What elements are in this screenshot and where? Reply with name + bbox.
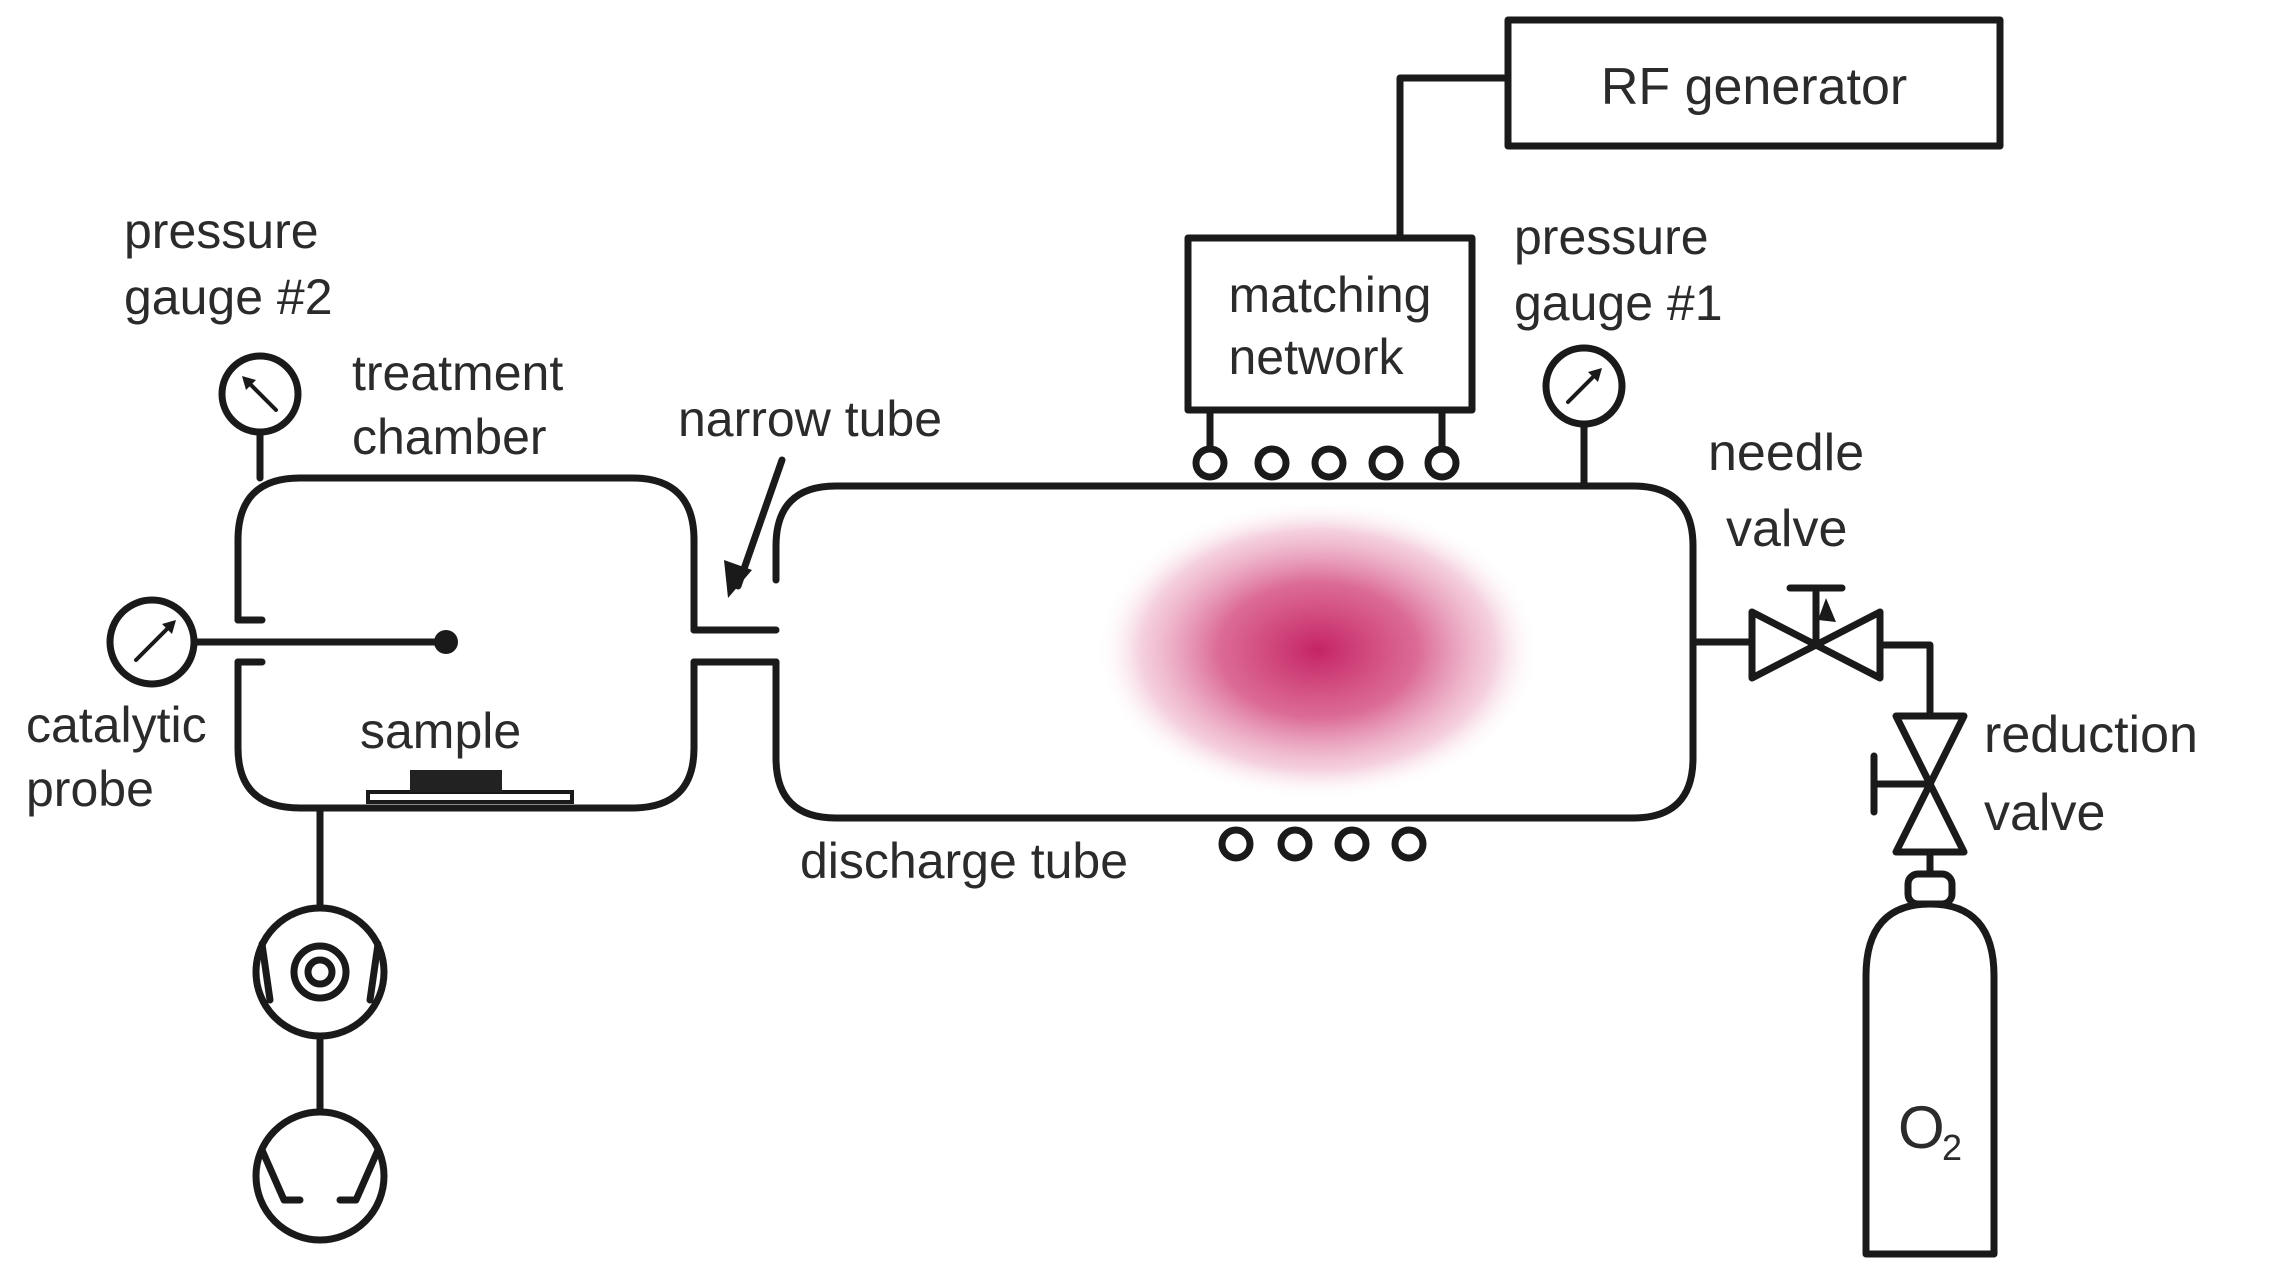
sample-label: sample (360, 703, 521, 759)
rf-cable (1396, 74, 1512, 242)
needle-valve-label-line1: needle (1708, 424, 1864, 482)
gas-line-2 (1876, 641, 1934, 720)
matching-network-label-line2: network (1228, 329, 1404, 385)
discharge-tube-label: discharge tube (800, 833, 1128, 889)
narrow-tube-label: narrow tube (678, 391, 942, 447)
needle-valve-icon (1748, 584, 1884, 682)
rotary-pump-icon (252, 1108, 388, 1244)
narrow-tube (690, 626, 780, 666)
discharge-tube (772, 482, 1697, 822)
reduction-valve-label-line2: valve (1984, 784, 2105, 842)
plasma-glow (1096, 500, 1540, 800)
matching-network: matching network (1184, 234, 1476, 456)
reduction-valve-label-line1: reduction (1984, 706, 2198, 764)
treatment-chamber-label-line2: chamber (352, 409, 547, 465)
catalytic-probe-label-line1: catalytic (26, 697, 207, 753)
rf-generator-label: RF generator (1601, 58, 1907, 116)
needle-valve-label-line2: valve (1726, 500, 1847, 558)
upper-coil (1192, 445, 1460, 481)
narrow-tube-arrow (724, 456, 786, 598)
o2-label: O (1898, 1094, 1945, 1161)
catalytic-probe-label-line2: probe (26, 761, 154, 817)
sample (366, 770, 574, 804)
treatment-chamber-label-line1: treatment (352, 345, 563, 401)
catalytic-probe-gauge-icon (106, 596, 198, 688)
lower-coil (1218, 826, 1427, 862)
pressure-gauge-2 (218, 352, 302, 482)
turbo-pump-icon (252, 904, 388, 1040)
reduction-valve-icon (1870, 712, 1968, 856)
pressure-gauge-1-label-line1: pressure (1514, 209, 1709, 265)
o2-subscript: 2 (1942, 1127, 1962, 1168)
treatment-chamber (234, 474, 698, 812)
catalytic-probe (192, 616, 458, 666)
rf-generator: RF generator (1504, 16, 2004, 150)
pressure-gauge-1 (1542, 344, 1626, 490)
o2-cylinder-icon: O 2 (1862, 870, 1998, 1258)
pressure-gauge-1-label-line2: gauge #1 (1514, 275, 1723, 331)
pressure-gauge-2-label-line1: pressure (124, 203, 319, 259)
pressure-gauge-2-label-line2: gauge #2 (124, 269, 333, 325)
matching-network-label-line1: matching (1229, 267, 1432, 323)
